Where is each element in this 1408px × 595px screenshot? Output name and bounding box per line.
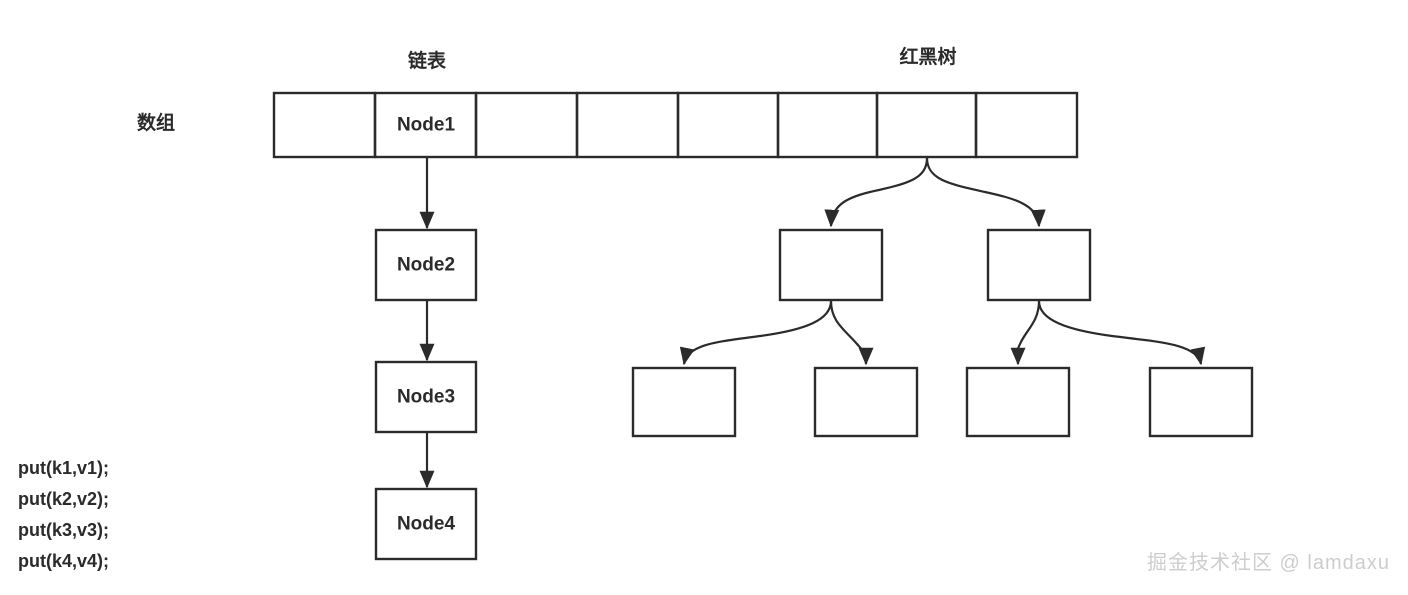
edge-l2-1-to-l3-2 [1010, 300, 1041, 366]
array-cell-0[interactable] [272, 91, 377, 159]
linked-list-node-label-1: Node3 [396, 386, 456, 408]
array-bucket-row [272, 91, 1079, 159]
tree-node-l2-1[interactable] [986, 228, 1092, 302]
code-snippet: put(k1,v1); put(k2,v2); put(k3,v3); put(… [18, 453, 109, 577]
array-cell-2[interactable] [474, 91, 579, 159]
tree-connectors [679, 157, 1206, 366]
code-line-0: put(k1,v1); [18, 458, 110, 478]
array-cell-5[interactable] [776, 91, 879, 159]
edge-l2-1-to-l3-3 [1037, 300, 1206, 366]
code-line-1: put(k2,v2); [18, 489, 110, 509]
array-cell-7[interactable] [974, 91, 1079, 159]
tree-node-l3-1[interactable] [813, 366, 919, 438]
red-black-tree-title: 红黑树 [899, 47, 957, 68]
array-cell-4[interactable] [676, 91, 780, 159]
array-row-label: 数组 [137, 113, 176, 134]
edge-root-to-l2-0 [824, 157, 929, 228]
array-cell-3[interactable] [575, 91, 680, 159]
edge-l2-0-to-l3-1 [829, 300, 874, 366]
tree-boxes [631, 228, 1254, 438]
array-cell-6[interactable] [875, 91, 978, 159]
code-line-3: put(k4,v4); [18, 551, 110, 571]
tree-node-l3-2[interactable] [965, 366, 1071, 438]
linked-list-node-box-2[interactable] [374, 487, 478, 561]
tree-node-l3-0[interactable] [631, 366, 737, 438]
edge-l2-0-to-l3-0 [679, 300, 833, 366]
watermark: 掘金技术社区 @ lamdaxu [1146, 552, 1390, 574]
edge-root-to-l2-1 [925, 157, 1046, 228]
tree-node-l3-3[interactable] [1148, 366, 1254, 438]
linked-list-node-label-0: Node2 [396, 254, 456, 276]
tree-node-l2-0[interactable] [778, 228, 884, 302]
code-line-2: put(k3,v3); [18, 520, 110, 540]
linked-list-title: 链表 [407, 51, 447, 72]
array-cell-1-label: Node1 [396, 114, 456, 136]
linked-list-node-label-2: Node4 [396, 513, 456, 535]
